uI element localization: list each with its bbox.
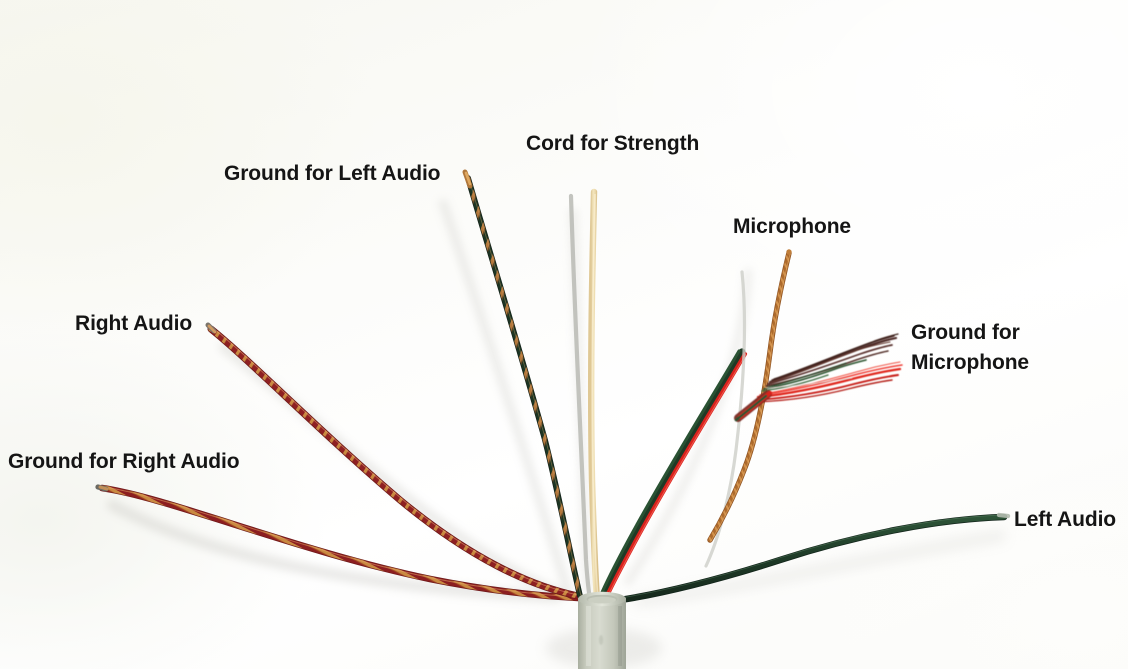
label-ground-for-microphone-line-2: Microphone	[911, 351, 1029, 374]
label-ground-for-left-audio: Ground for Left Audio	[224, 162, 441, 185]
wire-shadows	[106, 199, 752, 603]
cable-outer-jacket	[578, 591, 626, 669]
microphone-wire	[704, 249, 792, 568]
label-left-audio: Left Audio	[1014, 508, 1117, 531]
ground-for-microphone-bundle	[734, 333, 903, 422]
label-ground-for-microphone-line-1: Ground for	[911, 321, 1020, 344]
cord-for-strength-fiber	[568, 188, 601, 609]
ground-for-left-audio-wire	[462, 169, 583, 599]
label-microphone: Microphone	[733, 215, 851, 238]
label-right-audio: Right Audio	[75, 312, 193, 335]
label-cord-for-strength: Cord for Strength	[526, 132, 700, 155]
left-audio-wire	[616, 512, 1011, 604]
ground-for-right-audio-wire	[95, 484, 582, 602]
left-audio-shadow	[634, 530, 1006, 607]
red-green-twisted-pair	[598, 348, 748, 602]
right-audio-wire	[205, 322, 582, 600]
label-ground-for-right-audio: Ground for Right Audio	[8, 450, 240, 473]
